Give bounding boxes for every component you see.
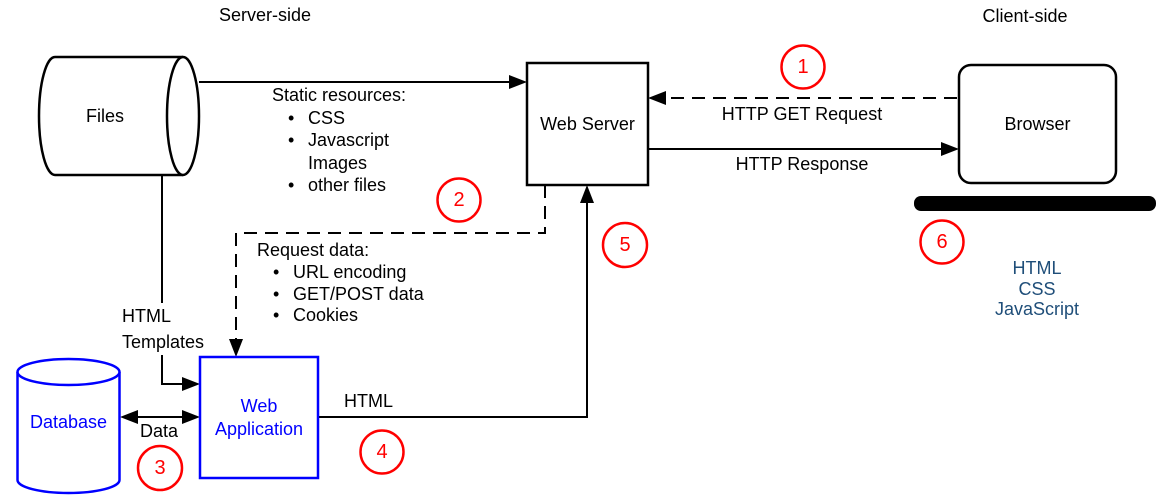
arrowhead-http-get bbox=[648, 91, 666, 105]
browser-box bbox=[957, 63, 1118, 185]
static-resources-item: CSS bbox=[272, 107, 406, 130]
step-circle-3 bbox=[136, 444, 184, 492]
arrowhead-html-templates bbox=[182, 377, 200, 391]
edge-request-data bbox=[235, 185, 546, 343]
web-application-box bbox=[198, 355, 320, 480]
step-circle-2 bbox=[436, 177, 482, 223]
request-data-item: Cookies bbox=[257, 305, 424, 327]
http-response-label: HTTP Response bbox=[735, 154, 869, 174]
client-output-line: JavaScript bbox=[994, 299, 1080, 319]
static-resources-item: Javascript bbox=[272, 129, 406, 152]
arrowhead-static-resources bbox=[509, 75, 527, 89]
web-application-label-line1: Web bbox=[240, 395, 278, 416]
html-label: HTML bbox=[344, 391, 393, 411]
arrowhead-request-data bbox=[229, 339, 243, 357]
edge-html-templates bbox=[161, 176, 188, 385]
step-number-1: 1 bbox=[797, 55, 809, 78]
client-output-label: HTML CSS JavaScript bbox=[957, 258, 1117, 320]
static-resources-item: Images bbox=[308, 152, 368, 173]
database-cylinder-cap bbox=[16, 357, 121, 387]
web-server-box bbox=[525, 61, 650, 187]
arrowhead-data-left bbox=[120, 410, 138, 424]
static-resources-item: other files bbox=[272, 174, 406, 197]
files-node-label: Files bbox=[85, 105, 124, 126]
browser-node-label: Browser bbox=[1004, 113, 1071, 134]
step-circle-6 bbox=[919, 219, 965, 265]
step-circle-4 bbox=[359, 429, 405, 475]
database-cylinder-body bbox=[16, 372, 121, 495]
step-number-3: 3 bbox=[154, 456, 166, 479]
static-resources-label: Static resources: CSS Javascript Images … bbox=[272, 84, 406, 197]
client-output-line: HTML bbox=[1012, 258, 1062, 278]
client-output-line: CSS bbox=[1018, 278, 1056, 299]
request-data-item: URL encoding bbox=[257, 262, 424, 284]
request-data-title: Request data: bbox=[257, 240, 370, 260]
files-cylinder-body bbox=[37, 55, 183, 177]
arrowhead-http-response bbox=[941, 142, 959, 156]
request-data-label: Request data: URL encoding GET/POST data… bbox=[257, 240, 424, 327]
step-number-2: 2 bbox=[453, 188, 465, 211]
web-application-label-line2: Application bbox=[214, 418, 304, 439]
step-number-6: 6 bbox=[936, 230, 948, 253]
arrowhead-data-right bbox=[182, 410, 200, 424]
web-server-node-label: Web Server bbox=[540, 113, 635, 134]
files-cylinder bbox=[37, 55, 201, 177]
html-templates-line1: HTML bbox=[120, 303, 173, 329]
step-number-5: 5 bbox=[619, 233, 631, 256]
http-get-request-label: HTTP GET Request bbox=[721, 104, 883, 124]
arrowhead-html bbox=[580, 185, 594, 203]
edge-html bbox=[318, 200, 588, 418]
html-templates-label: HTML Templates bbox=[120, 303, 207, 355]
request-data-item: GET/POST data bbox=[257, 284, 424, 306]
html-templates-line2: Templates bbox=[120, 329, 207, 355]
step-circle-1 bbox=[780, 44, 826, 90]
step-circle-5 bbox=[601, 221, 649, 269]
web-application-node-label: Web Application bbox=[200, 357, 318, 478]
data-label: Data bbox=[140, 421, 179, 441]
client-side-title: Client-side bbox=[982, 6, 1068, 26]
static-resources-title: Static resources: bbox=[272, 85, 407, 105]
database-node-label: Database bbox=[29, 411, 108, 432]
step-number-4: 4 bbox=[376, 440, 388, 463]
server-side-title: Server-side bbox=[218, 5, 312, 25]
laptop-base-bar bbox=[914, 196, 1156, 211]
files-cylinder-cap bbox=[165, 55, 201, 177]
database-cylinder bbox=[16, 357, 121, 495]
